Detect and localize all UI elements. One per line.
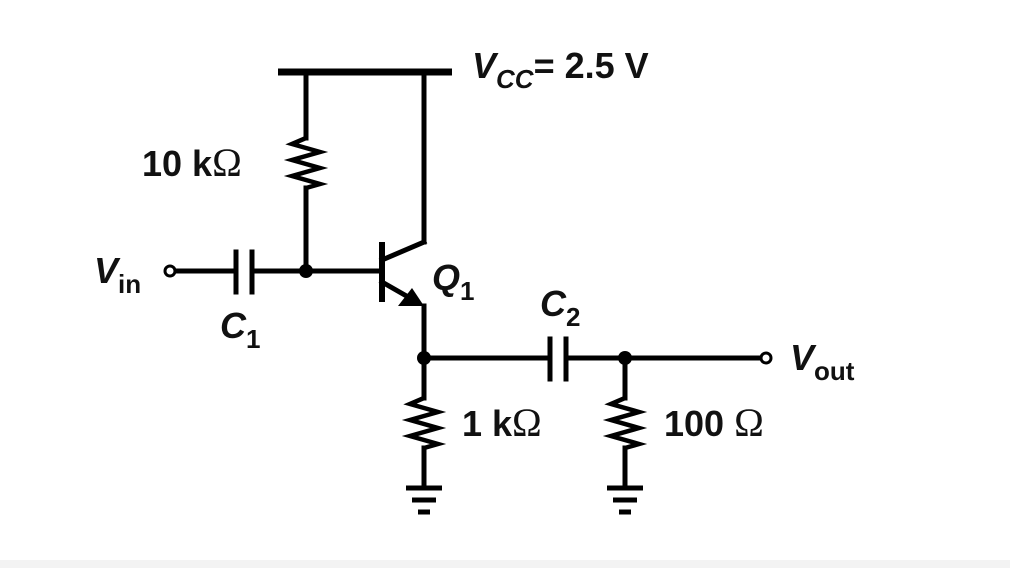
load-ground-icon	[607, 485, 643, 515]
q1-label: Q1	[432, 257, 474, 306]
load-resistor-label: 100 Ω	[664, 400, 764, 445]
c2-label: C2	[540, 283, 580, 332]
q1-emitter-arrow	[398, 288, 424, 306]
bottom-border-band	[0, 560, 1010, 568]
vin-label: Vin	[94, 250, 141, 299]
base-node	[299, 264, 313, 278]
vout-label: Vout	[790, 337, 855, 386]
bias-resistor	[283, 135, 329, 191]
load-resistor	[602, 395, 648, 451]
emitter-resistor-label: 1 kΩ	[462, 400, 542, 445]
emitter-ground-icon	[406, 485, 442, 515]
vcc-label: VCC= 2.5 V	[472, 45, 649, 94]
emitter-resistor	[401, 395, 447, 451]
bias-resistor-label: 10 kΩ	[142, 140, 242, 185]
vout-terminal	[759, 351, 773, 365]
q1-emitter-lead	[378, 278, 414, 302]
c1-label: C1	[220, 305, 260, 354]
q1-collector-lead	[378, 238, 428, 264]
